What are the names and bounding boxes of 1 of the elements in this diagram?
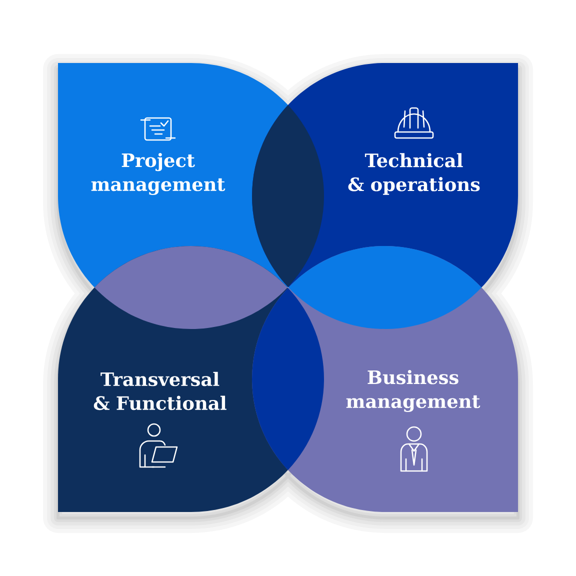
petal: Business management: [252, 246, 518, 512]
